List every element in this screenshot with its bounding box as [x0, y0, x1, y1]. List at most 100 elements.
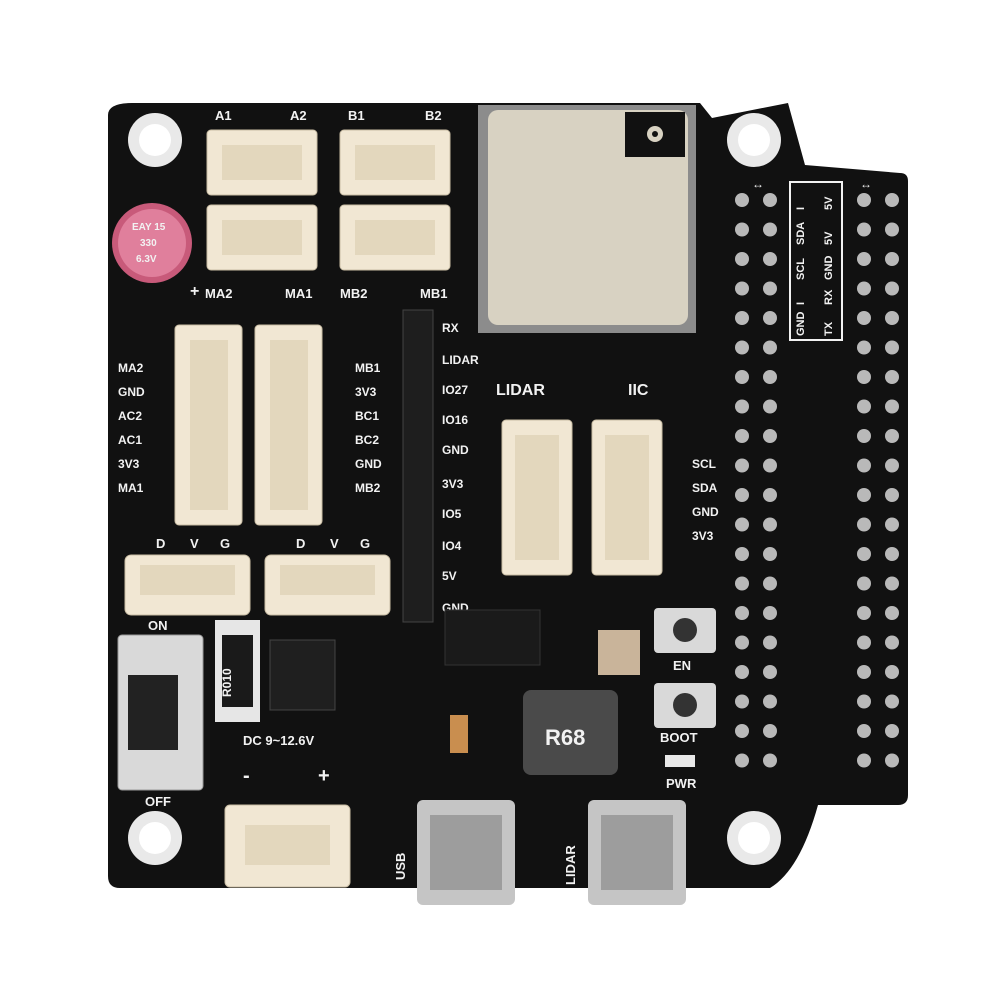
gpio-pad — [735, 429, 749, 443]
gpio-pad — [735, 311, 749, 325]
pin-label-0: RX — [442, 321, 459, 335]
gpio-label-0-2: SCL — [795, 258, 807, 280]
capacitor-text-1: EAY 15 — [132, 222, 166, 233]
gpio-pad — [763, 694, 777, 709]
motor-connector-a-top — [206, 129, 318, 196]
pin-label-6: IO5 — [442, 507, 462, 521]
gpio-label-1-2: GND — [823, 256, 835, 281]
lidar-usb-c-port — [588, 800, 686, 905]
gpio-pad — [885, 547, 899, 561]
gpio-label-0-4: GND — [795, 312, 807, 337]
gpio-pad — [857, 458, 871, 473]
pwr-label: PWR — [666, 776, 697, 791]
gpio-pad — [857, 281, 871, 296]
gpio-pad — [735, 193, 749, 207]
motor-connector-a-bottom — [206, 204, 318, 271]
driver-ic — [269, 639, 336, 711]
gpio-pad — [885, 635, 899, 650]
header-right-6pin — [254, 324, 323, 526]
pin-header-10 — [402, 309, 434, 623]
left-header-label-4: 3V3 — [118, 457, 140, 471]
gpio-pad — [857, 193, 871, 207]
mounting-hole-bottom-right — [727, 811, 781, 865]
gpio-pad — [857, 694, 871, 709]
gpio-pad — [885, 458, 899, 473]
power-minus: - — [243, 765, 250, 787]
gpio-pad — [885, 724, 899, 738]
header-left-6pin — [174, 324, 243, 526]
right-header-label-4: GND — [355, 457, 382, 471]
gpio-pad — [857, 547, 871, 561]
gpio-label-1-4: TX — [823, 321, 835, 336]
gpio-pad — [735, 488, 749, 502]
mounting-hole-bottom-left — [128, 811, 182, 865]
gpio-pad — [857, 606, 871, 620]
iic-label-0: SCL — [692, 457, 716, 471]
iic-label-1: SDA — [692, 481, 718, 495]
gpio-pad — [735, 576, 749, 591]
gpio-label-1-1: 5V — [823, 231, 835, 245]
gpio-pad — [763, 399, 777, 414]
gpio-pad — [763, 547, 777, 561]
gpio-pad — [857, 488, 871, 502]
gpio-pad — [735, 222, 749, 237]
electrolytic-capacitor: EAY 15 330 6.3V — [112, 203, 192, 283]
right-header-label-1: 3V3 — [355, 385, 377, 399]
gpio-pad — [763, 193, 777, 207]
left-header-label-5: MA1 — [118, 481, 144, 495]
capacitor-text-2: 330 — [140, 238, 157, 249]
servo-connector-1 — [124, 554, 251, 616]
esp32-module — [478, 105, 696, 333]
label-a1: A1 — [215, 108, 232, 123]
usb-c-port — [417, 800, 515, 905]
gpio-pad — [857, 429, 871, 443]
gpio-pad — [735, 606, 749, 620]
pin-label-3: IO16 — [442, 413, 468, 427]
pin-label-7: IO4 — [442, 539, 462, 553]
gpio-label-1-0: 5V — [823, 196, 835, 210]
gpio-pad — [857, 311, 871, 325]
right-header-label-2: BC1 — [355, 409, 379, 423]
boot-button — [654, 683, 716, 728]
gpio-pad — [735, 665, 749, 679]
gpio-label-table — [789, 181, 843, 341]
capacitor-plus: + — [190, 283, 199, 300]
pwr-led — [665, 755, 695, 767]
gpio-pad — [735, 517, 749, 532]
pin-label-2: IO27 — [442, 383, 468, 397]
gpio-pad — [885, 576, 899, 591]
gpio-pad — [763, 429, 777, 443]
pin-label-4: GND — [442, 443, 469, 457]
gpio-label-0-3: I — [795, 302, 807, 305]
servo-connector-2 — [264, 554, 391, 616]
pin-label-1: LIDAR — [442, 353, 479, 367]
gpio-pad — [885, 193, 899, 207]
resistor-code: R010 — [220, 668, 234, 697]
mounting-hole-top-left — [128, 113, 182, 167]
label-a2: A2 — [290, 108, 307, 123]
lidar-title: LIDAR — [496, 382, 545, 399]
servo1-label-g: G — [220, 536, 230, 551]
gpio-pad — [763, 488, 777, 502]
servo1-label-v: V — [190, 536, 199, 551]
inductor-code: R68 — [545, 725, 585, 750]
gpio-pad — [763, 753, 777, 768]
usb-label: USB — [393, 853, 408, 880]
gpio-pad — [857, 665, 871, 679]
gpio-pad — [857, 399, 871, 414]
gpio-pad — [763, 606, 777, 620]
gpio-pad — [885, 694, 899, 709]
en-label: EN — [673, 658, 691, 673]
pin-label-5: 3V3 — [442, 477, 464, 491]
gpio-pad — [885, 399, 899, 414]
motor-connector-b-bottom — [339, 204, 451, 271]
lidar-usb-label: LIDAR — [563, 845, 578, 885]
lidar-connector — [501, 419, 573, 576]
gpio-pad — [885, 517, 899, 532]
gpio-label-1-3: RX — [823, 289, 835, 305]
label-mb2: MB2 — [340, 286, 367, 301]
gpio-pad — [885, 370, 899, 384]
gpio-pad — [857, 635, 871, 650]
servo2-label-v: V — [330, 536, 339, 551]
